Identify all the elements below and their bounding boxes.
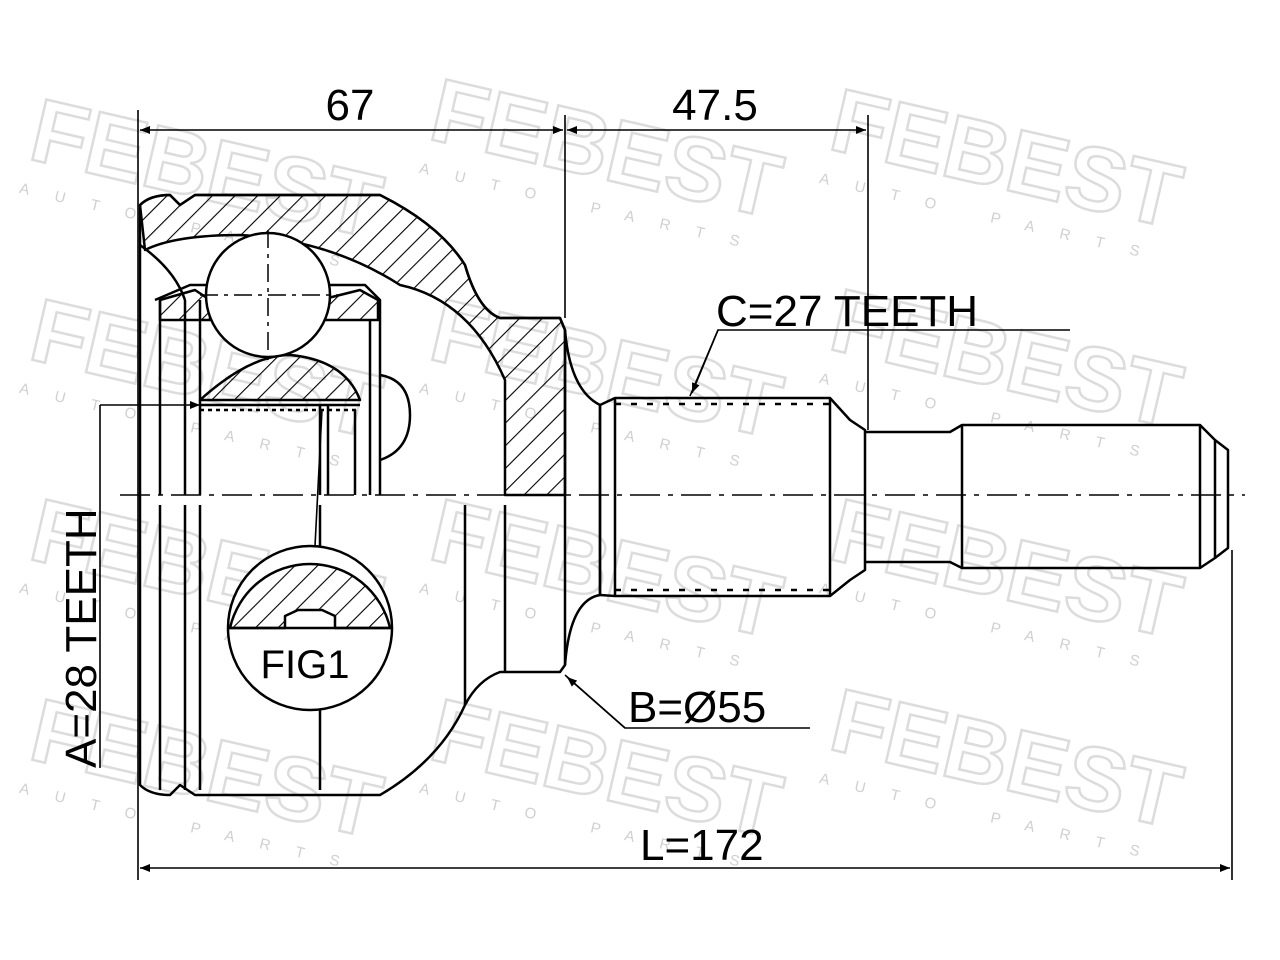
watermark-layer: FEBEST AUTO PARTS FEBEST AUTO PARTS FEBE… [18,59,1192,876]
dimension-lines [99,110,1233,880]
retainer-arc [379,373,412,462]
inner-race-hatch [198,353,362,402]
dim-67-label: 67 [326,81,375,130]
total-length-label: L=172 [640,821,764,870]
leader-b-arrow [566,676,626,729]
fig1-leader [314,409,323,547]
spline-shaft [598,396,867,598]
stub-shaft [865,423,1230,570]
housing-lip [139,243,187,301]
leader-c-arrow [691,329,719,394]
inner-race [154,283,382,495]
fig1-label: FIG1 [261,643,350,687]
spline-c-label: C=27 TEETH [716,287,978,336]
dim-47-5-label: 47.5 [672,81,758,130]
cv-joint-part [120,193,1245,797]
spline-a-label: A=28 TEETH [57,508,106,768]
diameter-b-label: B=Ø55 [628,683,766,732]
